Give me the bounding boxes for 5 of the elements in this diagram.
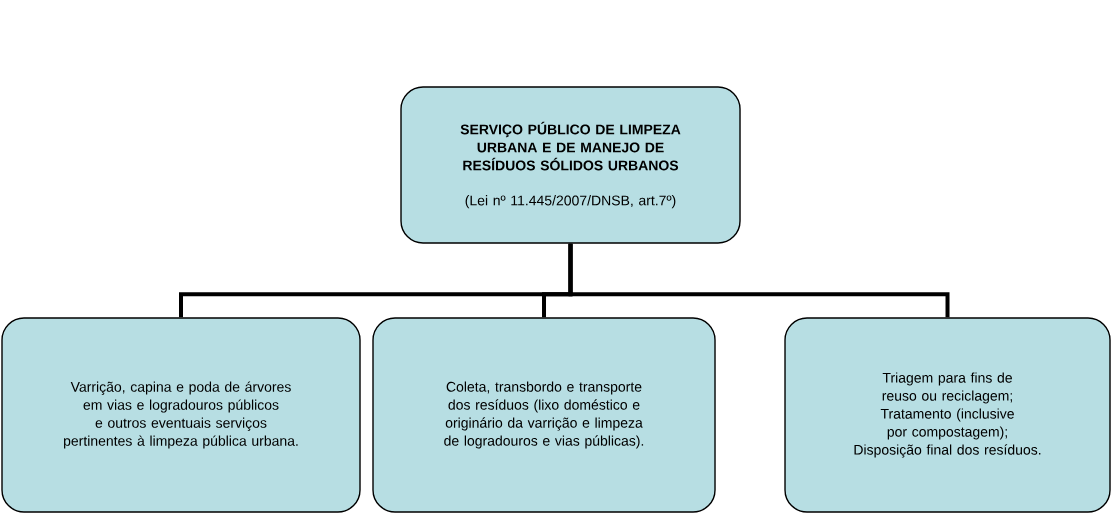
process-box: Varrição, capina e poda de árvores em vias e logradouros públicos e outros eventuais serviços pertinentes à limpeza pública urbana. [1,317,361,513]
connector-line [568,243,950,318]
process-box: Triagem para fins de reuso ou reciclagem; Tratamento (inclusive por compostagem); Disposição final dos resíduos. [784,317,1111,513]
process-box: Coleta, transbordo e transporte dos resíduos (lixo doméstico e originário da varrição e limpeza de logradouros e vias públicas). [372,317,716,513]
process-box: SERVIÇO PÚBLICO DE LIMPEZA URBANA E DE MANEJO DE RESÍDUOS SÓLIDOS URBANOS (Lei nº 11.445/2007/DNSB, art.7º) [400,86,741,244]
